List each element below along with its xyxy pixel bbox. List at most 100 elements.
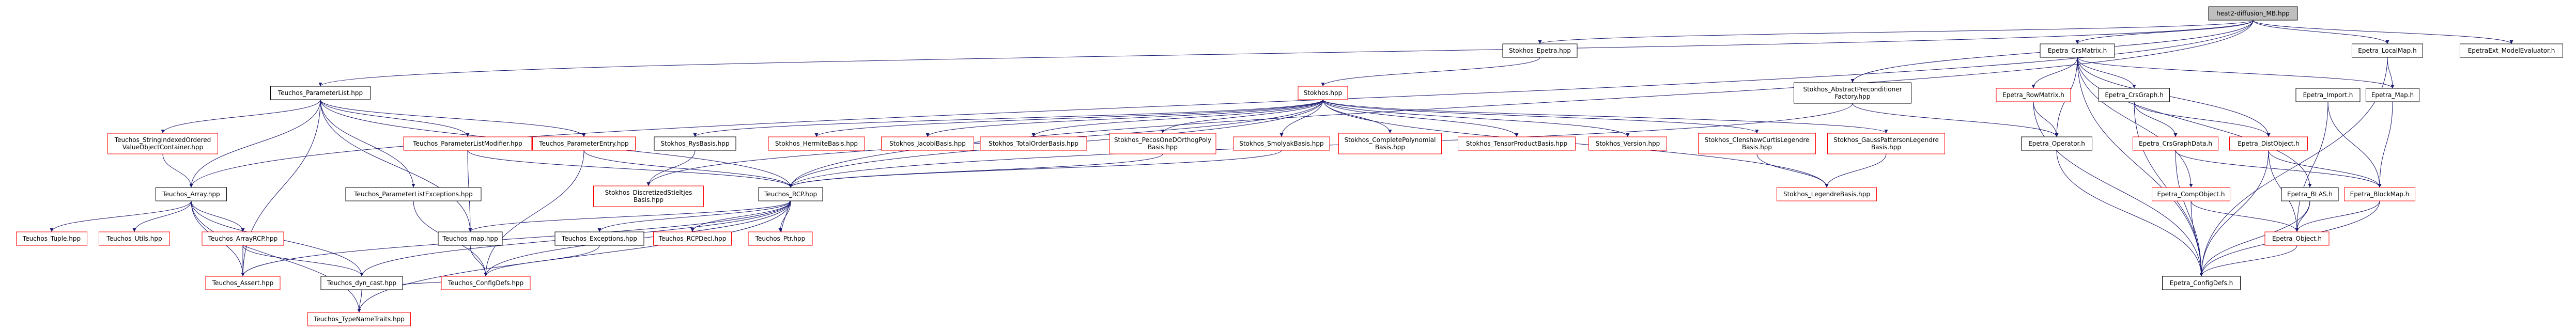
node-box (2352, 43, 2423, 58)
node-stk_smolyak[interactable]: Stokhos_SmolyakBasis.hpp (1233, 136, 1330, 151)
edge-epetra_crsmatrix-to-epetra_compobject (2077, 57, 2193, 188)
edge-stk_pecos-to-teuchos_rcp (789, 153, 1163, 188)
node-stk_epetra[interactable]: Stokhos_Epetra.hpp (1502, 43, 1578, 58)
node-teuchos_paramentry[interactable]: Teuchos_ParameterEntry.hpp (532, 136, 636, 151)
node-teuchos_configdefs[interactable]: Teuchos_ConfigDefs.hpp (441, 276, 531, 290)
node-label: Epetra_CrsGraphData.h (2139, 140, 2212, 147)
node-teuchos_paramlist[interactable]: Teuchos_ParameterList.hpp (270, 86, 371, 100)
node-epetra_map[interactable]: Epetra_Map.h (2366, 88, 2419, 102)
node-box (16, 231, 87, 246)
node-stk_rysbasis[interactable]: Stokhos_RysBasis.hpp (654, 136, 736, 151)
edge-epetra_compobject-to-epetra_configdefs (2191, 200, 2203, 277)
node-box (2229, 136, 2308, 151)
edge-epetra_crsgraphdata-to-epetra_blockmap (2175, 150, 2382, 188)
edge-stokhos-to-stk_tensorproduct (1322, 99, 1519, 137)
node-teuchos_rcpdecl[interactable]: Teuchos_RCPDecl.hpp (653, 231, 732, 246)
node-box (2366, 88, 2419, 102)
node-epetra_localmap[interactable]: Epetra_LocalMap.h (2352, 43, 2423, 58)
node-box (1298, 86, 1348, 100)
edge-epetra_distobject-to-epetra_blockmap (2268, 150, 2382, 188)
edge-teuchos_rcp-to-teuchos_typenametraits (357, 200, 791, 313)
node-teuchos_utils[interactable]: Teuchos_Utils.hpp (99, 231, 170, 246)
node-stk_jacobi[interactable]: Stokhos_JacobiBasis.hpp (881, 136, 974, 151)
node-stk_hermite[interactable]: Stokhos_HermiteBasis.hpp (768, 136, 865, 151)
node-label: Epetra_CrsGraph.h (2105, 91, 2163, 99)
node-teuchos_exceptions[interactable]: Teuchos_Exceptions.hpp (554, 231, 644, 246)
node-label: Teuchos_Ptr.hpp (755, 235, 806, 242)
node-box (99, 231, 170, 246)
node-box (1794, 82, 1911, 104)
node-box (2133, 136, 2218, 151)
node-box (1996, 88, 2071, 102)
node-epetra_object[interactable]: Epetra_Object.h (2264, 231, 2330, 246)
node-stk_legendre[interactable]: Stokhos_LegendreBasis.hpp (1777, 187, 1877, 201)
edge-epetra_blas-to-epetra_configdefs (2199, 200, 2310, 277)
node-box (2152, 187, 2230, 201)
node-label: Basis.hpp (1742, 144, 1772, 151)
node-epetra_operator[interactable]: Epetra_Operator.h (2021, 136, 2092, 151)
node-teuchos_arrayrcp[interactable]: Teuchos_ArrayRCP.hpp (202, 231, 284, 246)
node-label: Epetra_RowMatrix.h (2002, 91, 2064, 99)
node-teuchos_rcp[interactable]: Teuchos_RCP.hpp (758, 187, 823, 201)
node-stokhos[interactable]: Stokhos.hpp (1298, 86, 1348, 100)
node-epetra_blas[interactable]: Epetra_BLAS.h (2281, 187, 2339, 201)
node-teuchos_map[interactable]: Teuchos_map.hpp (438, 231, 503, 246)
node-teuchos_paramlistmod[interactable]: Teuchos_ParameterListModifier.hpp (403, 136, 532, 151)
edge-root-to-epetraext_model (2253, 20, 2513, 44)
node-teuchos_stringindexed[interactable]: Teuchos_StringIndexedOrderedValueObjectC… (107, 133, 218, 154)
edge-teuchos_rcp-to-teuchos_rcpdecl (690, 200, 791, 232)
node-label: Teuchos_StringIndexedOrdered (114, 136, 211, 144)
node-stk_abstract[interactable]: Stokhos_AbstractPreconditionerFactory.hp… (1794, 82, 1911, 104)
node-label: Teuchos_ParameterList.hpp (277, 89, 363, 97)
edge-epetra_map-to-epetra_blockmap (2378, 101, 2393, 188)
node-teuchos_assert[interactable]: Teuchos_Assert.hpp (205, 276, 281, 290)
node-label: Teuchos_Utils.hpp (106, 235, 162, 242)
node-box (2344, 187, 2415, 201)
node-label: Epetra_Map.h (2371, 91, 2414, 99)
edge-epetra_compobject-to-epetra_object (2191, 200, 2299, 232)
node-teuchos_tuple[interactable]: Teuchos_Tuple.hpp (16, 231, 87, 246)
node-label: Teuchos_Array.hpp (162, 191, 220, 198)
node-teuchos_array[interactable]: Teuchos_Array.hpp (156, 187, 227, 201)
edge-epetra_crsmatrix-to-epetra_blas (2077, 57, 2312, 188)
node-stk_tensorproduct[interactable]: Stokhos_TensorProductBasis.hpp (1458, 136, 1576, 151)
edge-stokhos-to-stk_pecos (1161, 99, 1323, 134)
node-label: Teuchos_dyn_cast.hpp (327, 279, 396, 287)
node-label: Teuchos_ConfigDefs.hpp (448, 279, 523, 287)
edge-stokhos-to-stk_hermite (814, 99, 1323, 137)
edge-epetra_crsmatrix-to-epetra_crsgraph (2077, 57, 2136, 89)
node-epetra_blockmap[interactable]: Epetra_BlockMap.h (2344, 187, 2415, 201)
node-teuchos_paramlistexc[interactable]: Teuchos_ParameterListExceptions.hpp (345, 187, 482, 201)
node-epetra_crsgraphdata[interactable]: Epetra_CrsGraphData.h (2133, 136, 2218, 151)
node-teuchos_typenametraits[interactable]: Teuchos_TypeNameTraits.hpp (307, 312, 411, 326)
node-box (2295, 88, 2361, 102)
node-label: EpetraExt_ModelEvaluator.h (2468, 47, 2555, 54)
node-epetra_rowmatrix[interactable]: Epetra_RowMatrix.h (1996, 88, 2071, 102)
node-epetra_compobject[interactable]: Epetra_CompObject.h (2152, 187, 2230, 201)
edge-stokhos-to-stk_gausspatterson (1322, 99, 1888, 134)
node-epetra_crsmatrix[interactable]: Epetra_CrsMatrix.h (2040, 43, 2115, 58)
node-label: Teuchos_ParameterEntry.hpp (538, 140, 628, 147)
edge-epetra_crsgraph-to-epetra_crsgraphdata (2134, 101, 2178, 137)
node-epetra_distobject[interactable]: Epetra_DistObject.h (2229, 136, 2308, 151)
node-teuchos_ptr[interactable]: Teuchos_Ptr.hpp (748, 231, 813, 246)
node-stk_version[interactable]: Stokhos_Version.hpp (1588, 136, 1667, 151)
node-teuchos_dyncast[interactable]: Teuchos_dyn_cast.hpp (320, 276, 403, 290)
node-label: Stokhos_ClenshawCurtisLegendre (1705, 136, 1810, 144)
node-stk_totalorder[interactable]: Stokhos_TotalOrderBasis.hpp (980, 136, 1087, 151)
node-epetra_configdefs[interactable]: Epetra_ConfigDefs.h (2162, 276, 2241, 290)
node-box (2162, 276, 2241, 290)
node-epetraext_model[interactable]: EpetraExt_ModelEvaluator.h (2460, 43, 2563, 58)
node-epetra_import[interactable]: Epetra_Import.h (2295, 88, 2361, 102)
node-box (532, 136, 636, 151)
node-epetra_crsgraph[interactable]: Epetra_CrsGraph.h (2099, 88, 2170, 102)
node-box (768, 136, 865, 151)
edge-teuchos_rcp-to-teuchos_map (468, 200, 791, 232)
node-label: Stokhos_GaussPattersonLegendre (1833, 136, 1939, 144)
